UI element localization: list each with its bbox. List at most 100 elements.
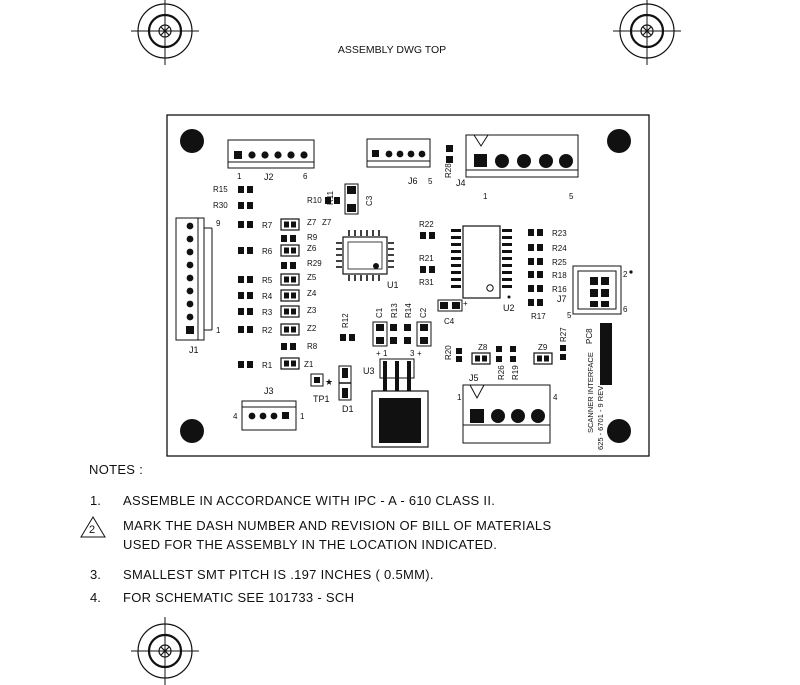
- svg-text:R16: R16: [552, 285, 567, 294]
- svg-text:R24: R24: [552, 244, 567, 253]
- resistor-r6: R6: [262, 247, 273, 256]
- note-4-number: 4.: [90, 590, 101, 605]
- svg-text:R14: R14: [404, 303, 413, 318]
- svg-text:C4: C4: [444, 317, 455, 326]
- registration-target-top-left: [129, 0, 201, 67]
- j1-ref: J1: [189, 345, 199, 355]
- notes-header: NOTES :: [89, 462, 144, 477]
- pcb-board-outline: [166, 114, 650, 457]
- j4-pin-first: 1: [483, 192, 488, 201]
- resistor-r7: R7: [262, 221, 273, 230]
- svg-text:+: +: [376, 349, 381, 358]
- connector-j7: 2 J7 5 6: [557, 265, 633, 320]
- zener-z1: Z1: [304, 360, 314, 369]
- z7b-label: Z7: [322, 218, 332, 227]
- note-1-text: ASSEMBLE IN ACCORDANCE WITH IPC - A - 61…: [123, 493, 496, 508]
- svg-text:R23: R23: [552, 229, 567, 238]
- capacitor-c4: + C4: [437, 299, 468, 326]
- note-3-number: 3.: [90, 567, 101, 582]
- resistor-r5: R5: [262, 276, 273, 285]
- right-resistor-column: R23 R24 R25 R18 R16 R17: [528, 229, 567, 321]
- silkscreen-rev-number: 625 - 6701 - 9 REV: [596, 386, 605, 450]
- r21-label: R21: [419, 254, 434, 263]
- svg-text:C3: C3: [365, 195, 374, 206]
- j2-ref: J2: [264, 172, 274, 182]
- test-point-tp1: ★ TP1: [310, 373, 333, 404]
- mounting-hole-bottom-left: [180, 419, 204, 443]
- z9-label: Z9: [538, 343, 548, 352]
- connector-j3: J3 4 1: [233, 386, 305, 431]
- pc8-label: PC8: [585, 328, 594, 344]
- c1-r13-r14-c2-group: C1 R13 R14 C2 + 1 3 +: [372, 303, 432, 358]
- j7-ref: J7: [557, 294, 567, 304]
- svg-text:R18: R18: [552, 271, 567, 280]
- j6-ref: J6: [408, 176, 418, 186]
- connector-j1: 9 1 J1: [175, 217, 221, 355]
- connector-j5: J5 1 4: [457, 373, 558, 444]
- svg-text:C1: C1: [375, 307, 384, 318]
- zener-z6: Z6: [307, 244, 317, 253]
- ic-u1: U1: [336, 230, 399, 290]
- j3-pin-last: 1: [300, 412, 305, 421]
- svg-text:C2: C2: [419, 307, 428, 318]
- r20-label: R20: [444, 345, 453, 360]
- drawing-title: ASSEMBLY DWG TOP: [338, 44, 446, 56]
- mounting-hole-top-left: [180, 129, 204, 153]
- svg-text:U1: U1: [387, 280, 399, 290]
- j3-pin-first: 4: [233, 412, 238, 421]
- u3-pin-1: 1: [383, 349, 388, 358]
- j5-ref: J5: [469, 373, 479, 383]
- silkscreen-scanner-interface: SCANNER INTERFACE: [586, 352, 595, 433]
- zener-z7: Z7: [307, 218, 317, 227]
- z8-label: Z8: [478, 343, 488, 352]
- r8-label: R8: [307, 342, 318, 351]
- connector-j2: 1 J2 6: [227, 139, 315, 182]
- r10-label: R10: [307, 196, 322, 205]
- j6-pin-last: 5: [428, 177, 433, 186]
- r26-label: R26: [497, 365, 506, 380]
- j5-pin-first: 1: [457, 393, 462, 402]
- note-2-line1: MARK THE DASH NUMBER AND REVISION OF BIL…: [123, 518, 552, 533]
- connector-j4: J4 1 5: [456, 134, 579, 201]
- j1-pin-first: 9: [216, 219, 221, 228]
- svg-text:U2: U2: [503, 303, 515, 313]
- j1-pin-last: 1: [216, 326, 221, 335]
- r12-label: R12: [341, 313, 350, 328]
- svg-text:TP1: TP1: [313, 394, 330, 404]
- svg-text:+: +: [463, 299, 468, 308]
- j7-pin-top: 2: [623, 270, 628, 279]
- resistor-r3: R3: [262, 308, 273, 317]
- zener-z5: Z5: [307, 273, 317, 282]
- r31-label: R31: [419, 278, 434, 287]
- regulator-u3: U3: [363, 358, 429, 448]
- registration-target-bottom-left: [129, 615, 201, 685]
- connector-j6: J6 5: [366, 138, 433, 186]
- u3-pin-3: 3: [410, 349, 415, 358]
- svg-text:R25: R25: [552, 258, 567, 267]
- zener-z3: Z3: [307, 306, 317, 315]
- j4-ref: J4: [456, 178, 466, 188]
- j5-pin-last: 4: [553, 393, 558, 402]
- note-2-line2: USED FOR THE ASSEMBLY IN THE LOCATION IN…: [123, 537, 498, 552]
- note-4-text: FOR SCHEMATIC SEE 101733 - SCH: [123, 590, 355, 605]
- resistor-r1: R1: [262, 361, 273, 370]
- j2-pin-first: 1: [237, 172, 242, 181]
- r22-label: R22: [419, 220, 434, 229]
- svg-text:+: +: [417, 349, 422, 358]
- svg-text:2: 2: [89, 524, 95, 536]
- j3-ref: J3: [264, 386, 274, 396]
- note-1-number: 1.: [90, 493, 101, 508]
- zener-z4: Z4: [307, 289, 317, 298]
- j2-pin-last: 6: [303, 172, 308, 181]
- resistor-r4: R4: [262, 292, 273, 301]
- j7-pin-5: 5: [567, 311, 572, 320]
- mounting-hole-bottom-right: [607, 419, 631, 443]
- r19-label: R19: [511, 365, 520, 380]
- r29-label: R29: [307, 259, 322, 268]
- zener-z2: Z2: [307, 324, 317, 333]
- revision-triangle-icon: 2: [80, 516, 106, 538]
- registration-target-top-right: [611, 0, 683, 67]
- svg-text:R17: R17: [531, 312, 546, 321]
- svg-text:U3: U3: [363, 366, 375, 376]
